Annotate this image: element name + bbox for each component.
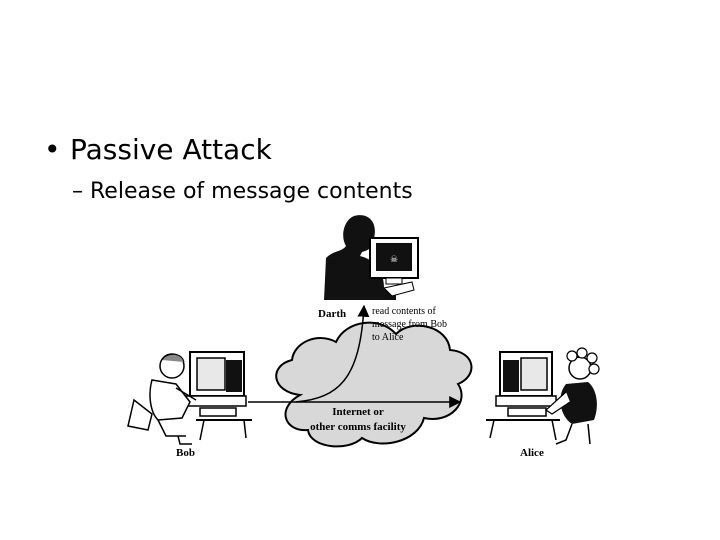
alice-figure: [545, 347, 600, 445]
interception-arrow: [295, 304, 370, 403]
sub-bullet-dash: –: [72, 179, 83, 204]
bullet-dot: •: [44, 133, 61, 166]
internet-cloud: [275, 321, 473, 448]
bob-label: Bob: [176, 447, 195, 459]
bob-computer: [185, 351, 252, 441]
bullet-passive-attack: • Passive Attack: [44, 130, 272, 170]
annotation-line-3: to Alice: [372, 332, 404, 343]
sub-bullet-release: – Release of message contents: [72, 174, 413, 210]
darth-monitor: ☠: [369, 237, 419, 285]
bullet-text: Passive Attack: [70, 133, 272, 166]
alice-label: Alice: [520, 447, 544, 459]
sub-bullet-text: Release of message contents: [90, 179, 413, 204]
bob-figure: [127, 353, 197, 445]
annotation-line-2: message from Bob: [372, 319, 447, 330]
skull-icon: ☠: [390, 255, 398, 265]
alice-computer: [486, 351, 560, 441]
annotation-line-1: read contents of: [372, 306, 437, 317]
darth-label: Darth: [318, 308, 346, 320]
cloud-label-1: Internet or: [332, 406, 384, 418]
cloud-label-2: other comms facility: [310, 421, 406, 433]
